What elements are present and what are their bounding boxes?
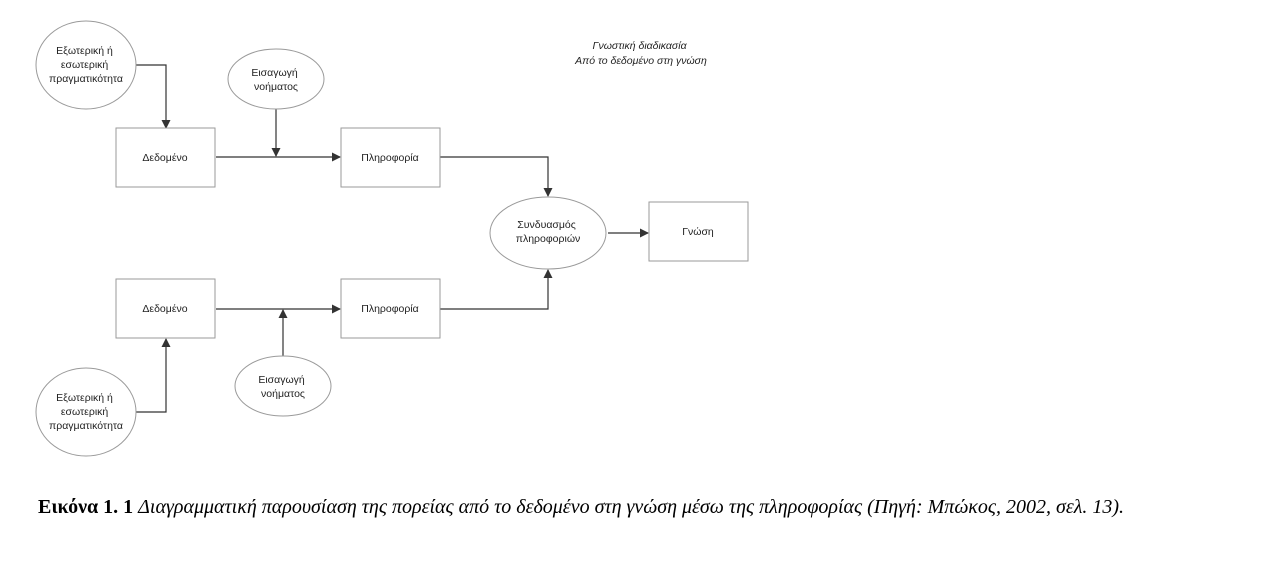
svg-text:Πληροφορία: Πληροφορία bbox=[361, 152, 419, 164]
connector-top-info-to-combine bbox=[440, 156, 553, 197]
svg-text:Εξωτερική ή εσωτερική: Εξωτερική ή εσωτερική πραγματικότητα bbox=[49, 392, 123, 432]
bottom-meaning-node: Εισαγωγή νοήματος bbox=[234, 355, 332, 417]
svg-text:Εισαγωγή νοήματος: Εισαγωγή νοήματος bbox=[251, 67, 300, 93]
svg-text:Συνδυασμός πληροφοριών: Συνδυασμός πληροφοριών bbox=[516, 219, 581, 245]
top-data-node: Δεδομένο bbox=[115, 127, 216, 188]
top-meaning-node: Εισαγωγή νοήματος bbox=[227, 48, 325, 110]
bottom-info-node: Πληροφορία bbox=[340, 278, 441, 339]
svg-text:Εισαγωγή νοήματος: Εισαγωγή νοήματος bbox=[258, 374, 307, 400]
svg-text:Δεδομένο: Δεδομένο bbox=[142, 303, 187, 315]
top-info-node: Πληροφορία bbox=[340, 127, 441, 188]
knowledge-process-diagram: Γνωστική διαδικασία Από το δεδομένο στη … bbox=[35, 20, 749, 457]
bottom-reality-node: Εξωτερική ή εσωτερική πραγματικότητα bbox=[35, 367, 137, 457]
svg-text:Πληροφορία: Πληροφορία bbox=[361, 303, 419, 315]
knowledge-node: Γνώση bbox=[648, 201, 749, 262]
combine-info-node: Συνδυασμός πληροφοριών bbox=[489, 196, 607, 270]
diagram-title: Γνωστική διαδικασία Από το δεδομένο στη … bbox=[574, 40, 707, 67]
svg-text:Δεδομένο: Δεδομένο bbox=[142, 152, 187, 164]
caption-label: Εικόνα 1. 1 bbox=[38, 496, 134, 518]
connector-top-reality-to-data bbox=[129, 64, 171, 129]
bottom-data-node: Δεδομένο bbox=[115, 278, 216, 339]
svg-text:Γνώση: Γνώση bbox=[682, 226, 714, 238]
figure-caption: Εικόνα 1. 1 Διαγραμματική παρουσίαση της… bbox=[38, 494, 1238, 520]
connector-bottom-info-to-combine bbox=[440, 269, 553, 310]
svg-text:Εξωτερική ή εσωτερική: Εξωτερική ή εσωτερική πραγματικότητα bbox=[49, 45, 123, 85]
caption-text: Διαγραμματική παρουσίαση της πορείας από… bbox=[138, 496, 1125, 518]
connector-bottom-reality-to-data bbox=[129, 338, 171, 413]
top-reality-node: Εξωτερική ή εσωτερική πραγματικότητα bbox=[35, 20, 137, 110]
